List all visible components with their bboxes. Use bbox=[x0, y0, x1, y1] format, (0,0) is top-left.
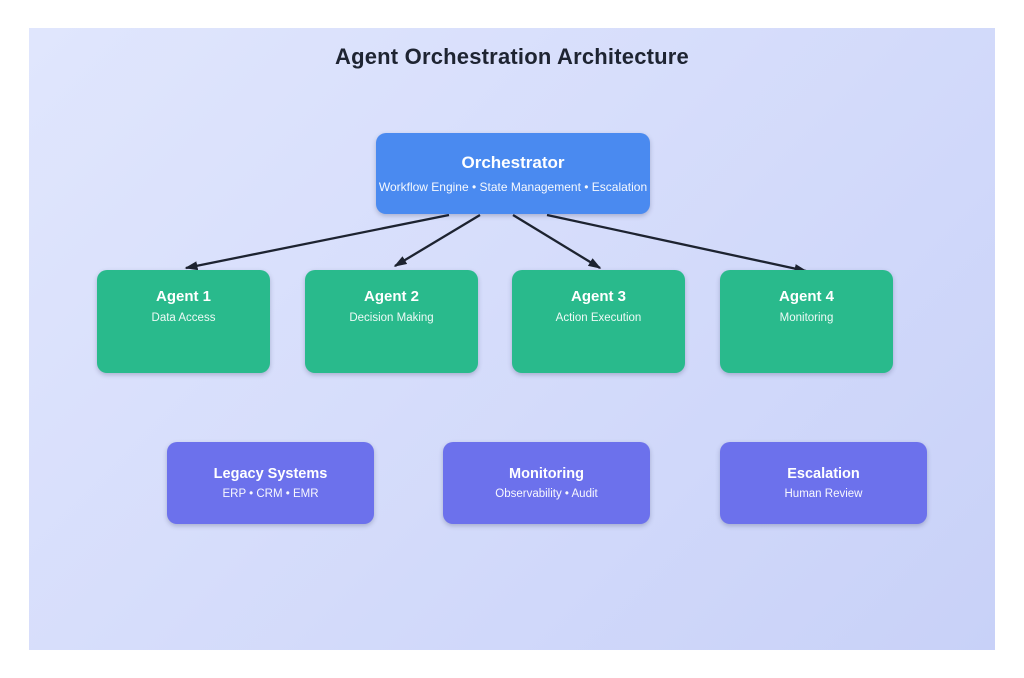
orchestrator-title: Orchestrator bbox=[461, 153, 565, 172]
monitoring-node: Monitoring Observability • Audit bbox=[443, 442, 650, 524]
agent-1-node: Agent 1 Data Access bbox=[97, 270, 270, 373]
agent-2-subtitle: Decision Making bbox=[349, 312, 434, 324]
arrow-orchestrator-agent3 bbox=[512, 214, 602, 269]
escalation-title: Escalation bbox=[787, 466, 860, 482]
agent-1-title: Agent 1 bbox=[155, 288, 211, 305]
escalation-node: Escalation Human Review bbox=[720, 442, 927, 524]
legacy-systems-title: Legacy Systems bbox=[213, 466, 328, 482]
arrow-orchestrator-agent4 bbox=[546, 213, 808, 273]
agent-3-title: Agent 3 bbox=[570, 288, 626, 305]
legacy-systems-subtitle: ERP • CRM • EMR bbox=[222, 488, 319, 500]
arrow-orchestrator-agent2 bbox=[393, 214, 481, 267]
orchestrator-subtitle: Workflow Engine • State Management • Esc… bbox=[378, 180, 648, 194]
agent-2-node: Agent 2 Decision Making bbox=[305, 270, 478, 373]
connector-arrows bbox=[184, 213, 808, 273]
diagram-canvas: Agent Orchestration Architecture Orchest… bbox=[29, 28, 995, 650]
diagram-title: Agent Orchestration Architecture bbox=[335, 44, 689, 69]
agent-1-subtitle: Data Access bbox=[151, 312, 216, 324]
agent-4-subtitle: Monitoring bbox=[779, 312, 834, 324]
orchestrator-node: Orchestrator Workflow Engine • State Man… bbox=[376, 133, 650, 214]
legacy-systems-node: Legacy Systems ERP • CRM • EMR bbox=[167, 442, 374, 524]
arrow-orchestrator-agent1 bbox=[184, 213, 450, 271]
monitoring-subtitle: Observability • Audit bbox=[495, 488, 598, 500]
agent-2-title: Agent 2 bbox=[363, 288, 419, 305]
agent-3-subtitle: Action Execution bbox=[555, 312, 642, 324]
monitoring-title: Monitoring bbox=[509, 466, 584, 482]
escalation-subtitle: Human Review bbox=[784, 488, 863, 500]
agent-3-node: Agent 3 Action Execution bbox=[512, 270, 685, 373]
agent-4-title: Agent 4 bbox=[778, 288, 834, 305]
agent-4-node: Agent 4 Monitoring bbox=[720, 270, 893, 373]
